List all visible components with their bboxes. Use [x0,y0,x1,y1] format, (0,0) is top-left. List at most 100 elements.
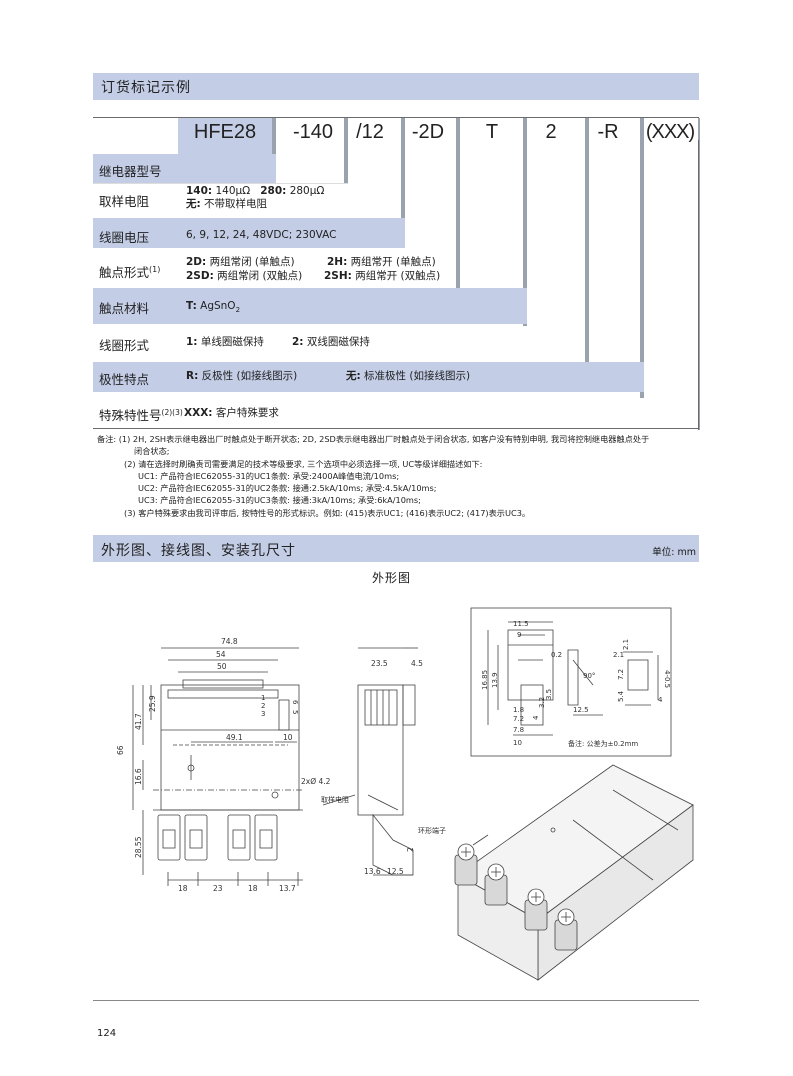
dim-28-55: 28.55 [134,836,143,858]
section-title-outline: 外形图、接线图、安装孔尺寸 [101,543,296,559]
label-ring-terminal: 环形端子 [418,826,446,835]
value-contact-form-row1b: 2H: 两组常开 (单触点) [327,256,436,268]
page-number: 124 [97,1028,117,1039]
dim-66: 66 [116,745,125,755]
dim-10: 10 [513,739,522,747]
value-contact-form-row1: 2D: 两组常闭 (单触点) [186,256,295,268]
row-bar-relay-type [93,154,276,183]
dim-90deg: 90° [583,672,595,680]
bracket-shadow [698,118,700,430]
pin-3: 3 [261,710,265,718]
value-polarity-std: 无: 标准极性 (如接线图示) [346,370,471,382]
dim-50: 50 [217,662,227,671]
dim-7-2b: 7.2 [617,669,625,680]
dim-9: 9 [517,631,521,639]
outline-title: 外形图 [372,571,412,585]
dim-12-5: 12.5 [573,706,589,714]
footer-rule [93,1000,699,1001]
label-coil-voltage: 线圈电压 [99,230,150,245]
unit-label: 单位: mm [652,547,696,558]
bracket-shadow [344,118,348,210]
dim-18b: 18 [248,884,258,893]
code-r: -R [597,121,619,143]
dim-hole: 2xØ 4.2 [301,777,331,786]
label-relay-type: 继电器型号 [99,164,162,179]
value-contact-material: T: AgSnO2 [186,300,241,315]
dim-7-2: 7.2 [513,715,524,723]
label-special: 特殊特性号(2)(3) [99,407,183,423]
label-resistor: 取样电阻 [321,795,349,804]
dim-10: 10 [283,733,293,742]
code-2: 2 [545,121,557,143]
note-uc1: UC1: 产品符合IEC62055-31的UC1条款: 承受:2400A峰值电流… [138,471,400,481]
row-bar-contact-material [93,288,527,324]
dim-13-7: 13.7 [279,884,296,893]
value-polarity-r: R: 反极性 (如接线图示) [186,370,298,382]
dim-49-1: 49.1 [226,733,243,742]
code-hfe28: HFE28 [193,121,257,143]
pin-1: 1 [261,694,265,702]
hole-note: 备注: 公差为±0.2mm [568,739,638,748]
dim-13-9: 13.9 [491,672,499,688]
label-contact-material: 触点材料 [99,301,150,316]
hole-pattern-box [470,607,672,757]
section-header-bar-2 [93,535,699,562]
label-contact-form: 触点形式(1) [99,264,161,280]
section-header-bar [93,73,699,100]
code-row-top-line [93,117,699,118]
dim-4: 4 [532,715,540,720]
value-contact-form-row2b: 2SH: 两组常开 (双触点) [324,270,441,282]
dim-11-5: 11.5 [513,620,529,628]
code-140: -140 [292,121,334,143]
dim-54: 54 [216,650,226,659]
code-box-hfe28 [178,118,272,154]
bracket-shadow [585,118,589,368]
value-special: XXX: 客户特殊要求 [184,407,279,419]
dim-4-0-5: 4-0.5 [663,670,671,688]
dim-41-7: 41.7 [134,713,143,730]
code-t: T [485,121,499,143]
note-3: (3) 客户特殊要求由我司评审后, 按特性号的形式标识。例如: (415)表示U… [124,508,531,518]
dim-12-5: 12.5 [387,867,404,876]
dim-23: 23 [213,884,223,893]
code-2d: -2D [411,121,445,143]
label-coil-type: 线圈形式 [99,338,150,353]
dim-74-8: 74.8 [221,637,238,646]
code-12: /12 [356,121,384,143]
bracket-shadow [523,118,527,326]
note-uc3: UC3: 产品符合IEC62055-31的UC3条款: 接通:3kA/10ms;… [138,495,421,505]
right-edge-line [698,140,699,430]
dim-18a: 18 [178,884,188,893]
dim-13-6: 13.6 [364,867,381,876]
dim-2-1a: 2.1 [613,651,624,659]
dim-4b: 4 [658,696,663,704]
value-contact-form-row2: 2SD: 两组常闭 (双触点) [186,270,303,282]
value-coil-type-2: 2: 双线圈磁保持 [292,336,370,348]
row-bar-sampling [93,183,348,211]
note-2: (2) 请在选择时刷确责司需要满足的技术等级要求, 三个选项中必须选择一项, U… [124,459,483,469]
dim-4-5: 4.5 [411,659,423,668]
dim-0-2: 0.2 [551,651,562,659]
pin-2: 2 [261,702,265,710]
dim-16-85: 16.85 [481,670,489,690]
dim-25-9: 25.9 [148,695,157,712]
dim-3-5: 3.5 [545,689,553,700]
label-polarity: 极性特点 [99,372,150,387]
value-sampling-line2: 无: 不带取样电阻 [186,198,268,210]
bracket-shadow [456,118,460,290]
dim-16-6: 16.6 [134,768,143,785]
dim-23-5: 23.5 [371,659,388,668]
note-uc2: UC2: 产品符合IEC62055-31的UC2条款: 接通:2.5kA/10m… [138,483,437,493]
dim-2-1b: 2.1 [622,639,630,650]
row-bar-coil-voltage [93,218,405,248]
row-bar-polarity [93,362,644,392]
bracket-shadow [272,118,276,158]
section-title-order: 订货标记示例 [101,80,191,96]
dim-1-8: 1.8 [513,706,524,714]
bottom-rule-line [93,428,699,429]
pin-6: 6 [291,700,299,705]
note-1b: 闭合状态; [134,446,170,456]
value-coil-voltage: 6, 9, 12, 24, 48VDC; 230VAC [186,229,337,241]
code-xxx: (XXX) [645,121,695,143]
note-1: 备注: (1) 2H, 2SH表示继电器出厂时触点处于断开状态; 2D, 2SD… [97,434,650,444]
